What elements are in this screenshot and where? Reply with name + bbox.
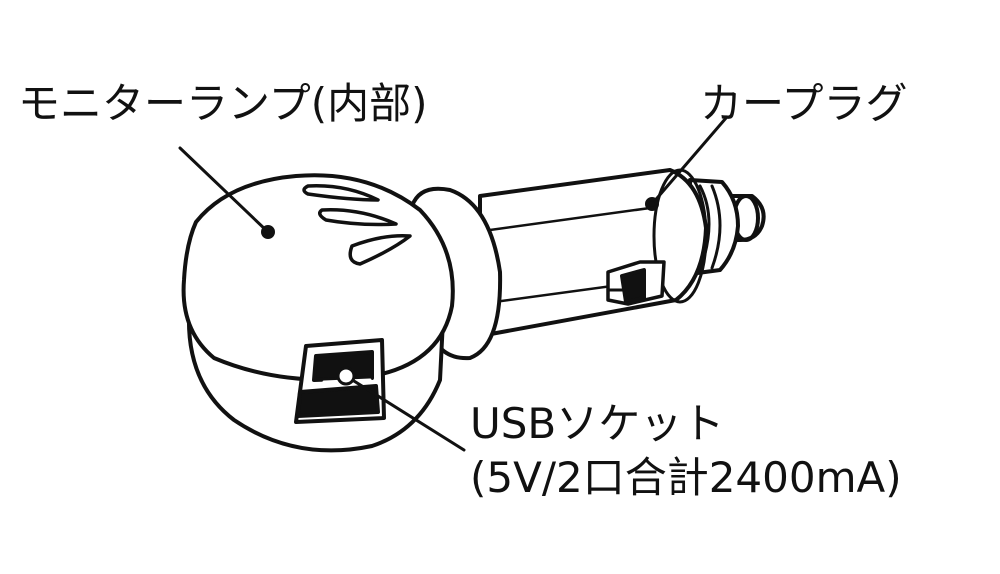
usb-spec-label: (5V/2口合計2400mA) xyxy=(470,453,902,502)
charger-head-dome xyxy=(181,173,455,382)
leader-monitor-lamp xyxy=(178,146,275,239)
car-plug-barrel xyxy=(478,168,708,338)
usb-socket-label: USBソケット xyxy=(470,399,725,448)
usb-socket-port xyxy=(294,338,386,424)
leader-car-plug xyxy=(645,116,728,211)
dome-vent-slots xyxy=(302,184,412,266)
monitor-lamp-label: モニターランプ(内部) xyxy=(18,79,428,128)
plug-side-spring-clip xyxy=(606,260,666,306)
leader-usb-socket xyxy=(336,366,466,452)
car-plug-label: カープラグ xyxy=(700,79,908,128)
